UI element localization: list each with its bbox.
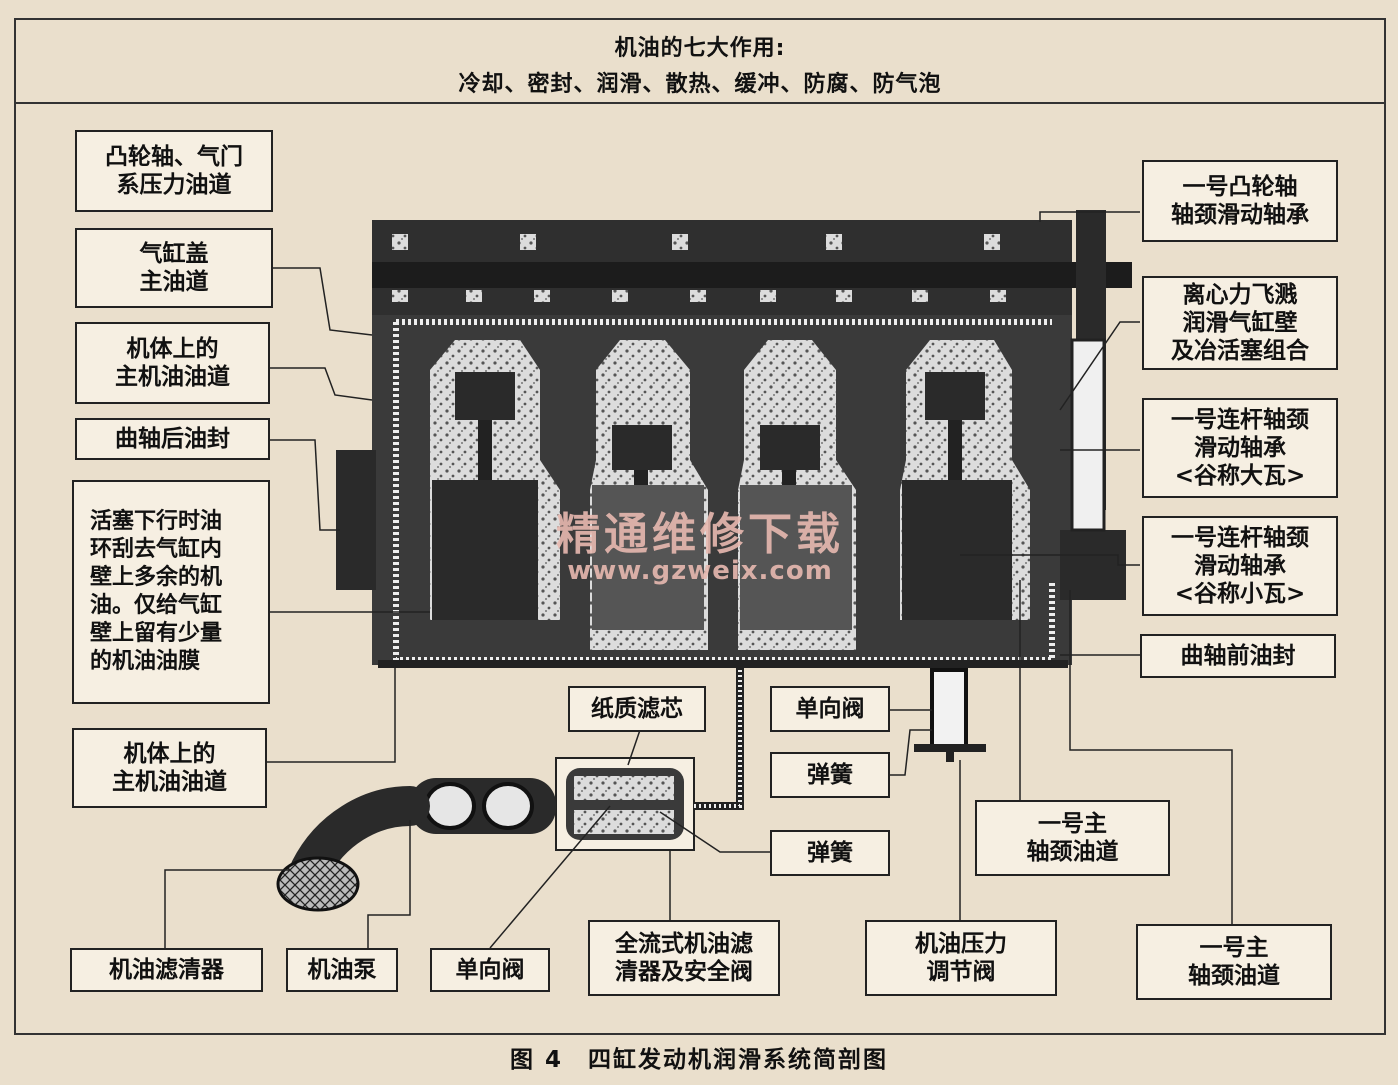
cylinder-2 (590, 340, 708, 650)
label-pressure-regulator: 机油压力 调节阀 (865, 920, 1057, 996)
cylinder-4 (900, 340, 1030, 620)
label-main-journal-1: 一号主 轴颈油道 (975, 800, 1170, 876)
watermark-title: 精通维修下载 (556, 509, 844, 560)
camshaft-rail (372, 262, 1132, 288)
label-check-valve-top: 单向阀 (770, 686, 890, 732)
label-block-gallery-bottom: 机体上的 主机油油道 (72, 728, 267, 808)
timing-rod (1070, 338, 1106, 532)
diagram-frame (14, 18, 1386, 1035)
label-front-seal: 曲轴前油封 (1140, 634, 1336, 678)
label-block-gallery-top: 机体上的 主机油油道 (75, 322, 270, 404)
watermark-url: www.gzweix.com (567, 556, 833, 586)
header-functions: 冷却、密封、润滑、散热、缓冲、防腐、防气泡 (458, 72, 942, 97)
cylinder-3 (738, 340, 856, 650)
label-oil-pump: 机油泵 (286, 948, 398, 992)
label-rod-big: 一号连杆轴颈 滑动轴承 <谷称大瓦> (1142, 398, 1338, 498)
label-spring-filter: 弹簧 (770, 830, 890, 876)
label-main-journal-2: 一号主 轴颈油道 (1136, 924, 1332, 1000)
cylinder-1 (430, 340, 560, 620)
label-splash: 离心力飞溅 润滑气缸壁 及冶活塞组合 (1142, 276, 1338, 370)
header-title: 机油的七大作用: (614, 36, 786, 61)
oil-strainer-mesh (276, 856, 360, 912)
oil-pan (378, 660, 1068, 668)
head-oil-holes (392, 234, 1006, 302)
pressure-regulator-valve (914, 668, 986, 762)
label-oil-strainer: 机油滤清器 (70, 948, 263, 992)
label-camshaft-valve-gallery: 凸轮轴、气门 系压力油道 (75, 130, 273, 212)
label-rear-seal: 曲轴后油封 (75, 418, 270, 460)
label-spring-top: 弹簧 (770, 752, 890, 798)
figure-caption: 图 4 四缸发动机润滑系统简剖图 (509, 1047, 888, 1073)
label-rod-small: 一号连杆轴颈 滑动轴承 <谷称小瓦> (1142, 516, 1338, 616)
label-head-gallery: 气缸盖 主油道 (75, 228, 273, 308)
label-paper-element: 纸质滤芯 (568, 686, 706, 732)
oil-pump-body (410, 778, 556, 834)
label-cam-bearing: 一号凸轮轴 轴颈滑动轴承 (1142, 160, 1338, 242)
header-divider (14, 102, 1386, 104)
rear-flange (336, 450, 376, 590)
label-piston-note: 活塞下行时油 环刮去气缸内 壁上多余的机 油。仅给气缸 壁上留有少量 的机油油膜 (72, 480, 270, 704)
cylinders (430, 340, 1030, 650)
front-pulley (1060, 530, 1126, 600)
label-check-valve-bottom: 单向阀 (430, 948, 550, 992)
leader-lines (164, 211, 1233, 949)
label-full-flow-filter: 全流式机油滤 清器及安全阀 (588, 920, 780, 996)
